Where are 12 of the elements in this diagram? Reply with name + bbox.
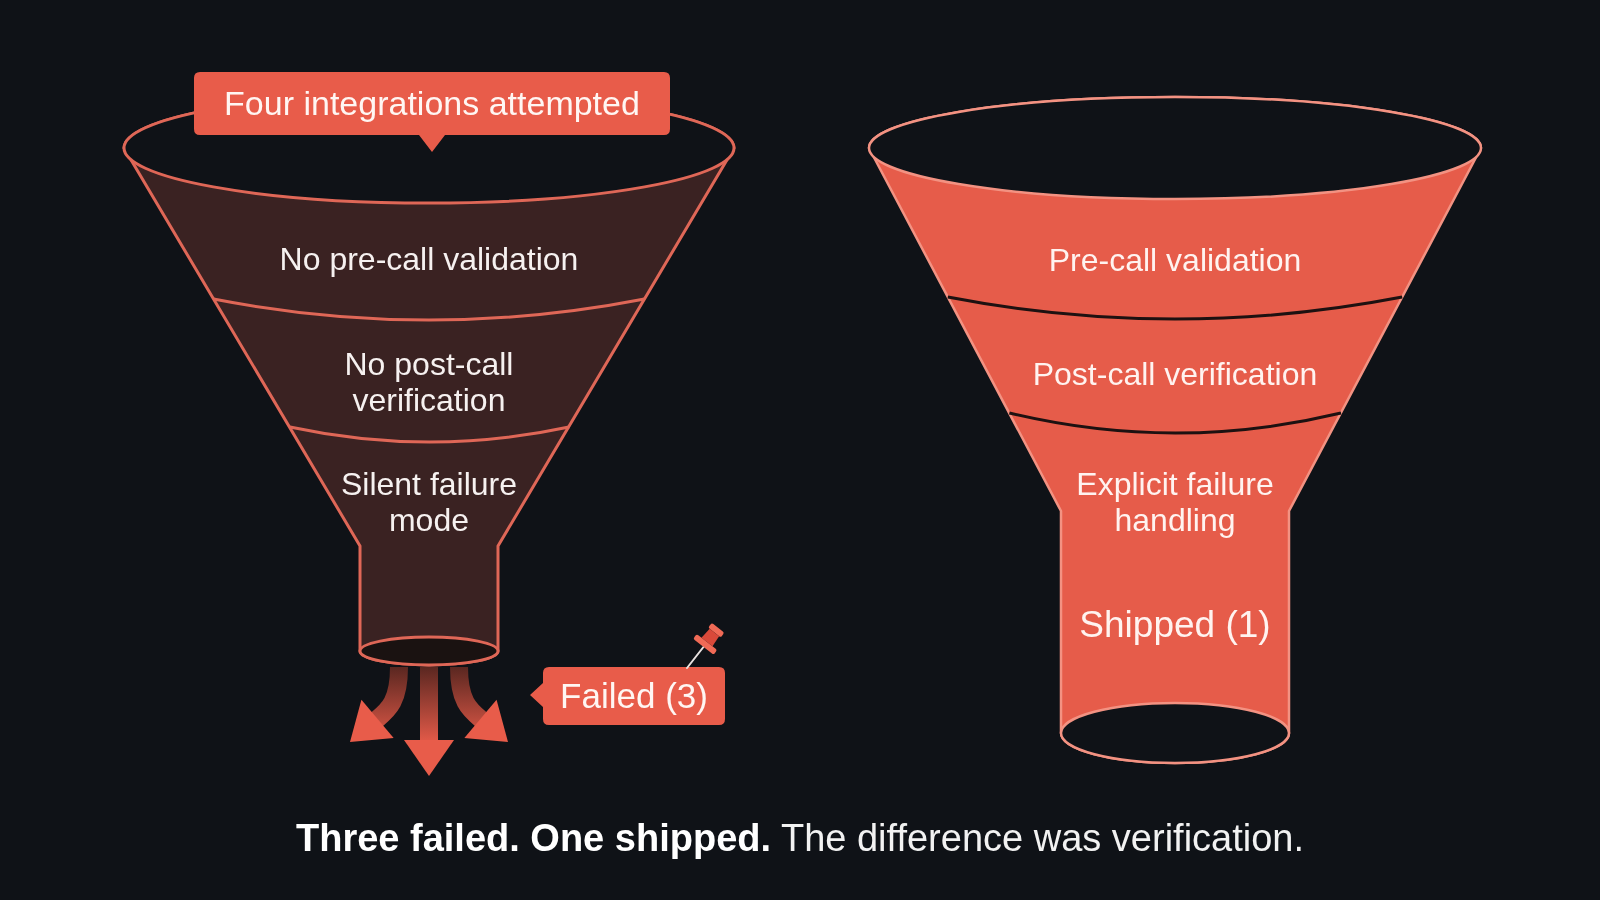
arrow — [350, 666, 408, 742]
callout: Failed (3) — [530, 667, 725, 725]
arrow — [450, 666, 508, 742]
section-label: No post-call verification — [343, 345, 515, 419]
section-label: Pre-call validation — [1048, 241, 1302, 279]
arrow — [404, 667, 454, 776]
section-label: Silent failure mode — [339, 465, 519, 539]
section-label: Explicit failure handling — [1075, 465, 1275, 539]
caption: Three failed. One shipped. The difference was verification. — [295, 816, 1305, 861]
section-label: Post-call verification — [1032, 355, 1318, 393]
section-label: No pre-call validation — [279, 240, 579, 278]
section-label: Shipped (1) — [1079, 604, 1271, 646]
